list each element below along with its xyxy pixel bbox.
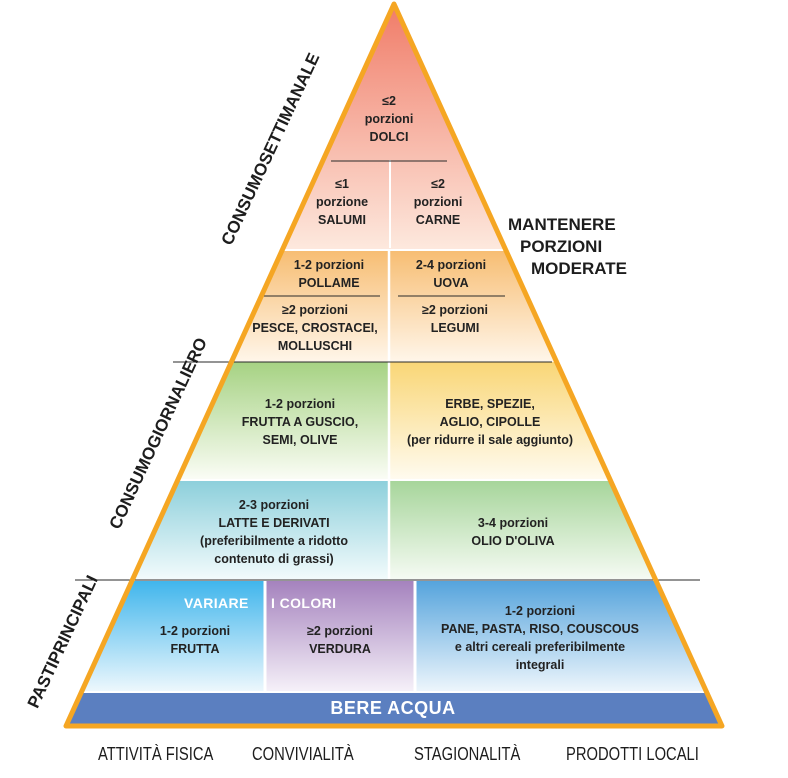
label-sweets-line: ≤2 <box>382 94 396 108</box>
footer-physical-activity: ATTIVITÀ FISICA <box>98 744 214 764</box>
label-legumes-line: LEGUMI <box>430 321 480 335</box>
water-label: BERE ACQUA <box>330 698 456 718</box>
label-olive-oil-line: 3-4 porzioni <box>477 516 549 530</box>
label-cereals-line: integrali <box>515 658 565 672</box>
label-herbs-line: ERBE, SPEZIE, <box>445 397 535 411</box>
label-dairy-line: LATTE E DERIVATI <box>218 516 330 530</box>
label-fruit-line: 1-2 porzioni <box>159 624 231 638</box>
label-fruit-line: FRUTTA <box>170 642 220 656</box>
label-olive-oil-line: OLIO D'OLIVA <box>471 534 555 548</box>
label-meat-line: CARNE <box>415 213 461 227</box>
label-poultry-line: POLLAME <box>298 276 360 290</box>
label-eggs-line: UOVA <box>433 276 469 290</box>
label-herbs-line: (per ridurre il sale aggiunto) <box>407 433 573 447</box>
colori-label: I COLORI <box>271 595 337 611</box>
label-fish-line: MOLLUSCHI <box>277 339 353 353</box>
label-dairy-line: 2-3 porzioni <box>238 498 310 512</box>
label-poultry-line: 1-2 porzioni <box>293 258 365 272</box>
label-eggs-line: 2-4 porzioni <box>415 258 487 272</box>
label-meat-line: porzioni <box>413 195 463 209</box>
label-nuts-line: 1-2 porzioni <box>264 397 336 411</box>
label-cereals-line: 1-2 porzioni <box>504 604 576 618</box>
label-dairy-line: contenuto di grassi) <box>214 552 334 566</box>
label-legumes-line: ≥2 porzioni <box>422 303 488 317</box>
label-cured-meats-line: ≤1 <box>335 177 349 191</box>
label-meat-line: ≤2 <box>431 177 445 191</box>
label-cured-meats-line: porzione <box>315 195 369 209</box>
label-cereals-line: e altri cereali preferibilmente <box>454 640 626 654</box>
footer-conviviality: CONVIVIALITÀ <box>252 744 354 764</box>
label-vegetables-line: ≥2 porzioni <box>307 624 373 638</box>
label-cereals-line: PANE, PASTA, RISO, COUSCOUS <box>441 622 639 636</box>
label-nuts-line: SEMI, OLIVE <box>262 433 338 447</box>
footer-local-products: PRODOTTI LOCALI <box>566 744 699 764</box>
label-dairy-line: (preferibilmente a ridotto <box>200 534 348 548</box>
label-fish-line: ≥2 porzioni <box>282 303 348 317</box>
label-fish-line: PESCE, CROSTACEI, <box>252 321 378 335</box>
tier-vegetables <box>265 580 415 692</box>
variare-label: VARIARE <box>184 595 249 611</box>
label-sweets-line: DOLCI <box>369 130 409 144</box>
label-nuts-line: FRUTTA A GUSCIO, <box>241 415 359 429</box>
pyramid-border <box>63 1 725 729</box>
label-vegetables-line: VERDURA <box>309 642 371 656</box>
note-moderate-portions: MANTENERE PORZIONI MODERATE <box>508 215 628 278</box>
label-herbs-line: AGLIO, CIPOLLE <box>439 415 541 429</box>
label-cured-meats-line: SALUMI <box>318 213 366 227</box>
footer-seasonality: STAGIONALITÀ <box>414 744 521 764</box>
water-band <box>66 692 722 726</box>
label-herbs: ERBE, SPEZIE, AGLIO, CIPOLLE (per ridurre … <box>388 395 592 449</box>
label-sweets-line: porzioni <box>364 112 414 126</box>
